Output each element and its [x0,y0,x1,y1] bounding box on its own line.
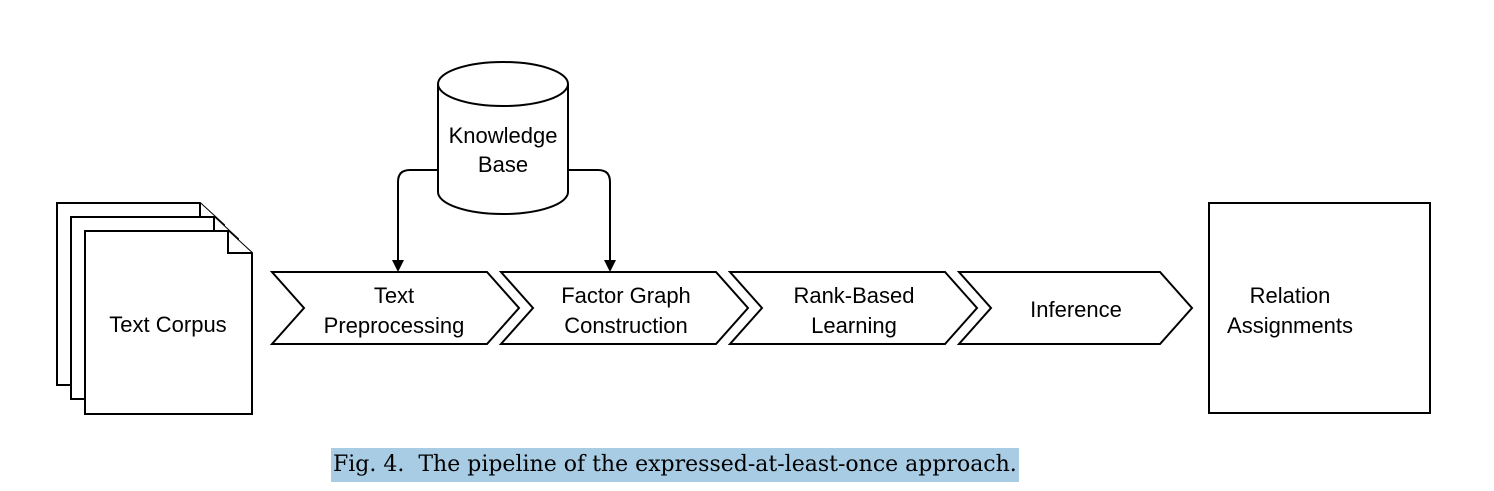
rank-based-learning-label-line1: Rank-Based [793,283,914,308]
figure-caption-text: The pipeline of the expressed-at-least-o… [418,452,1017,477]
pipeline-diagram: Text Corpus Knowledge Base Text Preproce… [56,61,1431,415]
rank-based-learning-label-line2: Learning [811,313,897,338]
relation-assignments-box: Relation Assignments [1208,202,1431,414]
figure-number: Fig. 4. [333,452,405,477]
text-corpus-document-stack: Text Corpus [56,202,253,415]
knowledge-base-cylinder: Knowledge Base [437,61,569,215]
arrow-kb-to-factor-graph [568,169,616,272]
knowledge-base-label-line2: Base [478,152,528,177]
figure-caption: Fig. 4. The pipeline of the expressed-at-… [331,448,1019,482]
stage-text-preprocessing: Text Preprocessing [269,271,521,345]
stage-factor-graph-construction: Factor Graph Construction [498,271,750,345]
text-preprocessing-label-line2: Preprocessing [324,313,465,338]
stage-inference: Inference [956,271,1194,345]
knowledge-base-label-line1: Knowledge [449,123,558,148]
text-preprocessing-label-line1: Text [374,283,414,308]
arrow-kb-to-text-preprocessing [392,169,438,272]
relation-assignments-label-line2: Assignments [1227,313,1353,338]
stage-rank-based-learning: Rank-Based Learning [727,271,979,345]
inference-label: Inference [1030,297,1122,322]
relation-assignments-label-line1: Relation [1250,283,1331,308]
text-corpus-label: Text Corpus [109,312,226,337]
factor-graph-label-line2: Construction [564,313,688,338]
factor-graph-label-line1: Factor Graph [561,283,691,308]
